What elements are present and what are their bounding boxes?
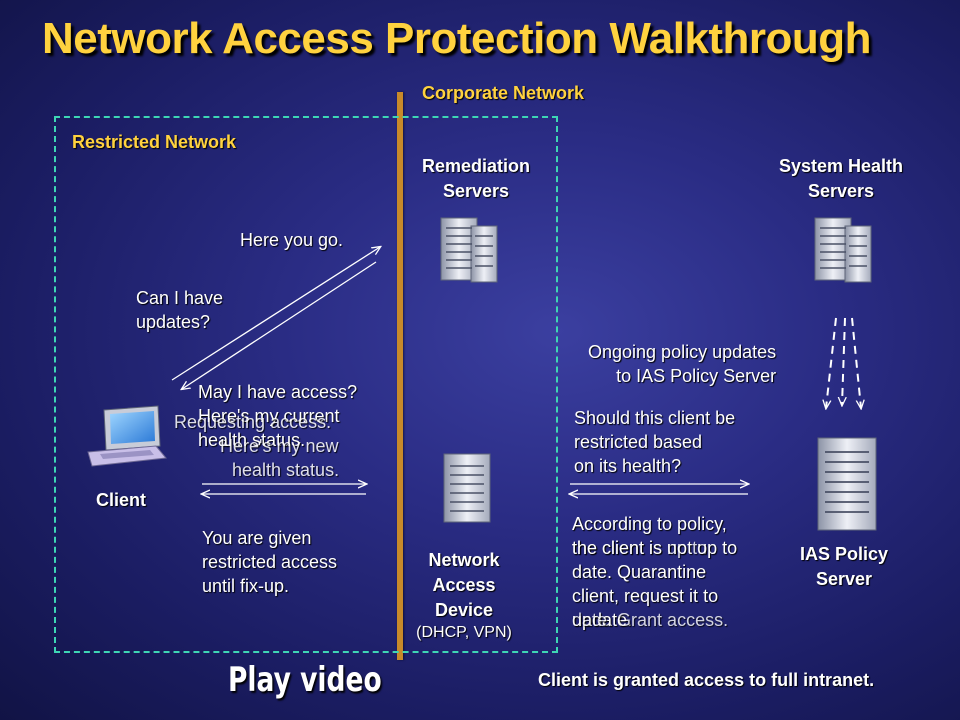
ias-policy-server-icon (817, 437, 877, 531)
msg-should-restrict: Should this client be restricted based o… (574, 406, 735, 478)
nad-label-subtitle: (DHCP, VPN) (416, 624, 512, 641)
msg-ongoing-line1: Ongoing policy updates (588, 342, 777, 362)
msg-according-line2: the client is not up to (572, 538, 738, 558)
client-laptop-icon (87, 405, 167, 467)
footer-granted-text: Client is granted access to full intrane… (538, 670, 875, 690)
system-health-label-line1: System Health (778, 156, 904, 176)
restricted-network-label: Restricted Network (72, 132, 237, 152)
restricted-network-boundary (54, 116, 558, 653)
updates-request-arrow (171, 247, 380, 381)
msg-may-i-line3: health status. (198, 430, 306, 450)
updates-response-arrow (182, 261, 377, 389)
msg-should-line1: Should this client be (574, 408, 736, 428)
play-video-button[interactable]: Play video (228, 660, 382, 700)
msg-may-i-line2: Here's my current (198, 406, 340, 426)
msg-according-line3: date. Quarantine (572, 562, 707, 582)
msg-may-i-line1: May I have access? (198, 382, 358, 402)
msg-can-i-have-updates: Can I have updates? (136, 286, 223, 334)
msg-restricted-access: You are given restricted access until fi… (202, 526, 337, 598)
msg-uptodate-line1: the client is up to (572, 538, 708, 558)
system-health-label-line2: Servers (807, 181, 875, 201)
msg-given-line1: You are given (202, 528, 312, 548)
msg-should-line3: on its health? (574, 456, 682, 476)
msg-according-line1: According to policy, (572, 514, 727, 534)
msg-requesting-line3: health status. (232, 460, 340, 480)
ias-label-line1: IAS Policy (799, 544, 889, 564)
remediation-servers-icon (440, 217, 498, 283)
ias-label-line2: Server (815, 569, 873, 589)
nad-label-line2: Access (432, 575, 496, 595)
msg-can-i-have-line1: Can I have (136, 288, 224, 308)
msg-according-to-policy: According to policy, the client is not u… (572, 512, 782, 632)
remediation-label-line1: Remediation (421, 156, 531, 176)
msg-ongoing-line2: to IAS Policy Server (616, 366, 777, 386)
msg-can-i-have-line2: updates? (136, 312, 211, 332)
remediation-label-line2: Servers (442, 181, 510, 201)
slide-title: Network Access Protection Walkthrough (42, 14, 872, 63)
system-health-servers-icon (814, 217, 872, 283)
msg-requesting-access: Requesting access. Here's my new health … (174, 410, 374, 482)
msg-ongoing-policy-updates: Ongoing policy updates to IAS Policy Ser… (588, 340, 776, 388)
msg-requesting-line1: Requesting access. (174, 412, 332, 432)
msg-given-line2: restricted access (202, 552, 338, 572)
network-access-device-icon (443, 453, 491, 523)
msg-according-line4: client, request it to (572, 586, 719, 606)
client-label: Client (95, 490, 146, 510)
network-divider (397, 92, 403, 660)
msg-here-you-go: Here you go. (240, 230, 344, 250)
ias-policy-server-label: IAS Policy Server (776, 542, 912, 592)
msg-according-line5: update. (572, 610, 633, 630)
msg-given-line3: until fix-up. (202, 576, 290, 596)
system-health-servers-label: System Health Servers (746, 154, 936, 204)
msg-requesting-line2: Here's my new (220, 436, 339, 456)
corporate-network-label: Corporate Network (422, 83, 585, 103)
msg-client-up-to-date: the client is up to date. Grant access. (572, 536, 782, 632)
remediation-servers-label: Remediation Servers (396, 154, 556, 204)
nad-label-line1: Network (428, 550, 500, 570)
msg-should-line2: restricted based (574, 432, 703, 452)
msg-uptodate-line2: date. Grant access. (572, 610, 729, 630)
msg-may-i-have-access: May I have access? Here's my current hea… (198, 380, 398, 452)
policy-update-arrows (826, 317, 861, 408)
network-access-device-label: Network Access Device (DHCP, VPN) (396, 548, 532, 643)
nad-label-line3: Device (434, 600, 494, 620)
